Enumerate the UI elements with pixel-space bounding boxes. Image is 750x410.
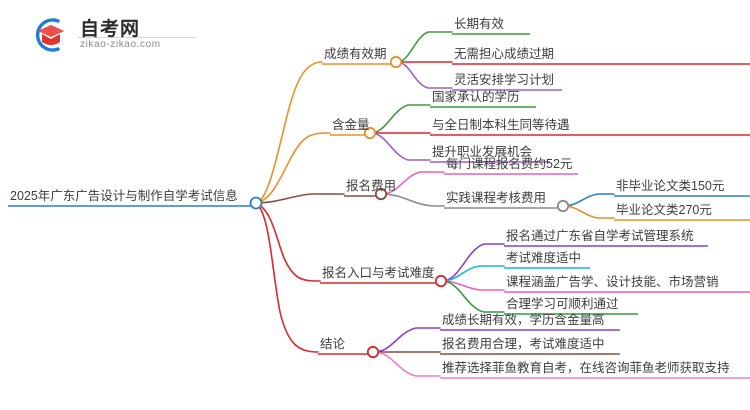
branch-label-hanjinliang[interactable]: 含金量 bbox=[332, 118, 370, 132]
logo-divider bbox=[78, 37, 196, 38]
root-node-label[interactable]: 2025年广东广告设计与制作自学考试信息 bbox=[10, 189, 238, 203]
leaf-label-jielun-2[interactable]: 报名费用合理，考试难度适中 bbox=[442, 337, 605, 351]
leaf-label-heli-xuexi-tongguo[interactable]: 合理学习可顺利通过 bbox=[506, 297, 619, 311]
leaf-label-biye-lunwen-270[interactable]: 毕业论文类270元 bbox=[616, 203, 712, 217]
zikao-logo-icon bbox=[35, 18, 64, 52]
leaf-label-tisheng-zhiye[interactable]: 提升职业发展机会 bbox=[432, 145, 533, 159]
leaf-label-guojia-chengren[interactable]: 国家承认的学历 bbox=[432, 90, 520, 104]
leaf-label-meimen-kecheng-fei[interactable]: 每门课程报名费约52元 bbox=[446, 157, 573, 171]
leaf-label-quanrizhi-daiyu[interactable]: 与全日制本科生同等待遇 bbox=[432, 118, 570, 132]
node-dot-branch-4[interactable] bbox=[434, 274, 448, 288]
node-dot-root[interactable] bbox=[249, 196, 263, 210]
node-dot-branch-5[interactable] bbox=[366, 345, 380, 359]
node-dot-branch-3-child-2[interactable] bbox=[556, 199, 570, 213]
logo-url: zikao-zikao.com bbox=[80, 39, 161, 50]
leaf-label-kecheng-hangai[interactable]: 课程涵盖广告学、设计技能、市场营销 bbox=[506, 275, 719, 289]
branch-label-shijian-kaohe-feiyong[interactable]: 实践课程考核费用 bbox=[446, 191, 547, 205]
leaf-label-guangdong-xitong[interactable]: 报名通过广东省自学考试管理系统 bbox=[506, 229, 694, 243]
leaf-label-feibiye-lunwen-150[interactable]: 非毕业论文类150元 bbox=[616, 179, 725, 193]
leaf-label-jielun-1[interactable]: 成绩长期有效，学历含金量高 bbox=[442, 313, 605, 327]
leaf-label-jielun-3[interactable]: 推荐选择菲鱼教育自考，在线咨询菲鱼老师获取支持 bbox=[442, 361, 730, 375]
leaf-label-nandu-shizhong[interactable]: 考试难度适中 bbox=[506, 251, 582, 265]
leaf-label-wuxu-danxin[interactable]: 无需担心成绩过期 bbox=[454, 47, 555, 61]
branch-label-jielun[interactable]: 结论 bbox=[320, 337, 346, 351]
branch-label-baoming-rukou-nandu[interactable]: 报名入口与考试难度 bbox=[322, 266, 435, 280]
leaf-label-linghuo-anpai[interactable]: 灵活安排学习计划 bbox=[454, 73, 555, 87]
branch-label-baoming-feiyong[interactable]: 报名费用 bbox=[346, 179, 397, 193]
node-dot-branch-1[interactable] bbox=[389, 55, 403, 69]
leaf-label-changqi-youxiao[interactable]: 长期有效 bbox=[454, 17, 505, 31]
logo-name: 自考网 bbox=[80, 19, 141, 40]
site-logo: 自考网 zikao-zikao.com bbox=[28, 12, 208, 58]
branch-label-chengji-youxiaoqi[interactable]: 成绩有效期 bbox=[324, 47, 387, 61]
